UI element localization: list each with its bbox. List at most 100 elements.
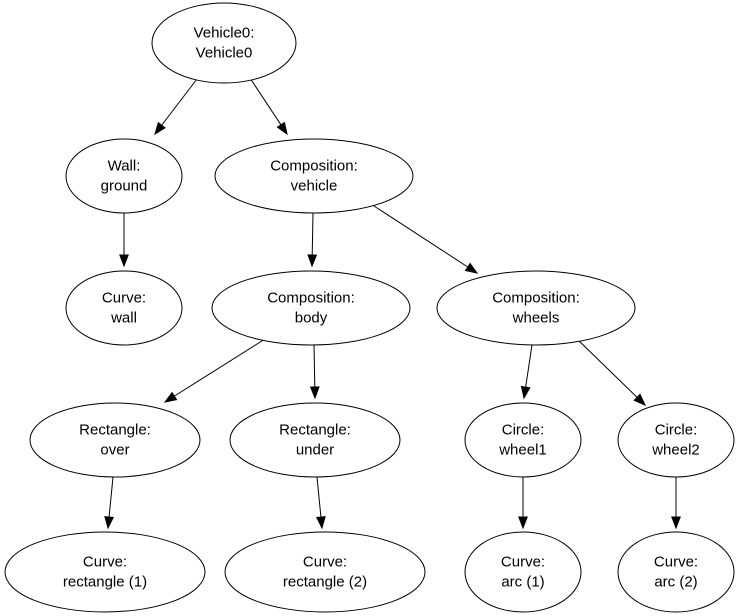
node-label-line2: wheel1 [498,441,547,458]
node-label-line1: Curve: [654,554,698,571]
node-label: Composition: vehicle [270,158,358,195]
graph-edge [309,344,320,400]
node-label-line2: wheel2 [651,441,700,458]
node-label-line1: Composition: [267,290,355,307]
node-label: Vehicle0: Vehicle0 [194,25,255,62]
edge-line [525,344,533,388]
node-label-line2: arc (2) [654,573,697,590]
node-label-line2: arc (1) [501,573,544,590]
graph-edge [518,477,528,530]
graph-node[interactable]: Composition:wheels [436,270,636,346]
edge-line [174,338,266,397]
node-ellipse[interactable] [65,270,183,346]
edge-line [311,212,314,256]
edge-arrowhead-icon [520,385,531,400]
node-ellipse[interactable] [211,270,411,346]
node-label: Composition:wheels [492,290,580,327]
edge-arrowhead-icon [309,386,320,400]
node-label: Rectangle:under [279,422,351,459]
edge-line [313,344,316,388]
graph-node[interactable]: Curve: rectangle (1) [4,531,206,613]
node-ellipse[interactable] [151,2,297,84]
node-label-line2: Vehicle0 [196,44,253,61]
node-label: Curve: rectangle (2) [283,554,367,591]
node-label-line1: Curve: [303,554,347,571]
node-label-line1: Rectangle: [279,422,351,439]
node-ellipse[interactable] [464,402,582,478]
node-label: Curve: arc (1) [501,554,545,591]
edge-arrowhead-icon [315,516,326,530]
edge-arrowhead-icon [276,121,288,136]
graph-node[interactable]: Curve: rectangle (2) [224,531,426,613]
graph-edge [520,344,533,400]
node-ellipse[interactable] [4,531,206,613]
node-label-line2: rectangle (2) [283,573,367,590]
edge-line [161,74,201,126]
node-label: Curve: rectangle (1) [63,554,147,591]
graph-edge [163,338,266,403]
node-ellipse[interactable] [229,402,401,478]
node-label-line1: Curve: [83,554,127,571]
edge-line [370,203,469,268]
node-label: Wall:ground [101,158,148,195]
edge-line [316,476,322,518]
node-label-line2: wheels [512,309,560,326]
node-label: Rectangle: over [79,422,151,459]
graph-node[interactable]: Curve:wall [65,270,183,346]
node-ellipse[interactable] [65,138,183,214]
node-ellipse[interactable] [224,531,426,613]
node-ellipse[interactable] [617,402,735,478]
edge-arrowhead-icon [163,391,178,403]
node-label-line1: Rectangle: [79,422,151,439]
edge-arrowhead-icon [307,254,318,268]
node-label-line2: rectangle (1) [63,573,147,590]
graph-node[interactable]: Composition:body [211,270,411,346]
node-label-line2: over [100,441,129,458]
graph-edge [315,476,326,530]
node-ellipse[interactable] [436,270,636,346]
graph-edge [307,212,318,268]
graph-edge [154,74,201,136]
edge-arrowhead-icon [104,516,115,530]
node-label-line2: wall [110,309,137,326]
edge-arrowhead-icon [464,262,479,274]
edge-arrowhead-icon [633,393,647,406]
node-label: Curve: arc (2) [654,554,698,591]
graph-edge [671,477,681,530]
graph-node[interactable]: Vehicle0: Vehicle0 [151,2,297,84]
graph-node[interactable]: Curve: arc (2) [617,531,735,613]
node-ellipse[interactable] [464,531,582,613]
node-label-line1: Circle: [655,422,698,439]
edge-line [576,338,638,398]
node-ellipse[interactable] [214,138,414,214]
node-ellipse[interactable] [617,531,735,613]
edge-arrowhead-icon [154,121,166,136]
node-ellipse[interactable] [29,402,201,478]
node-label: Curve:wall [102,290,146,327]
node-label-line1: Curve: [501,554,545,571]
edge-arrowhead-icon [518,516,528,530]
graph-node[interactable]: Circle: wheel2 [617,402,735,478]
node-label-line1: Composition: [270,158,358,175]
edge-line [108,476,114,518]
graph-edge [119,213,129,268]
graph-edge [247,74,288,136]
graph-node[interactable]: Wall:ground [65,138,183,214]
node-label-line1: Wall: [108,158,141,175]
graph-node[interactable]: Rectangle:under [229,402,401,478]
graph-node[interactable]: Rectangle: over [29,402,201,478]
nodes-layer: Vehicle0:Vehicle0Wall:groundComposition:… [4,2,735,613]
edges-layer [104,74,681,530]
edge-arrowhead-icon [671,516,681,530]
graph-node[interactable]: Composition: vehicle [214,138,414,214]
edge-line [247,74,282,126]
graph-node[interactable]: Curve: arc (1) [464,531,582,613]
node-label-line2: vehicle [291,177,338,194]
graph-node[interactable]: Circle:wheel1 [464,402,582,478]
node-label: Circle: wheel2 [651,422,700,459]
graph-edge [370,203,479,274]
node-label-line1: Vehicle0: [194,25,255,42]
graph-edge [576,338,647,406]
